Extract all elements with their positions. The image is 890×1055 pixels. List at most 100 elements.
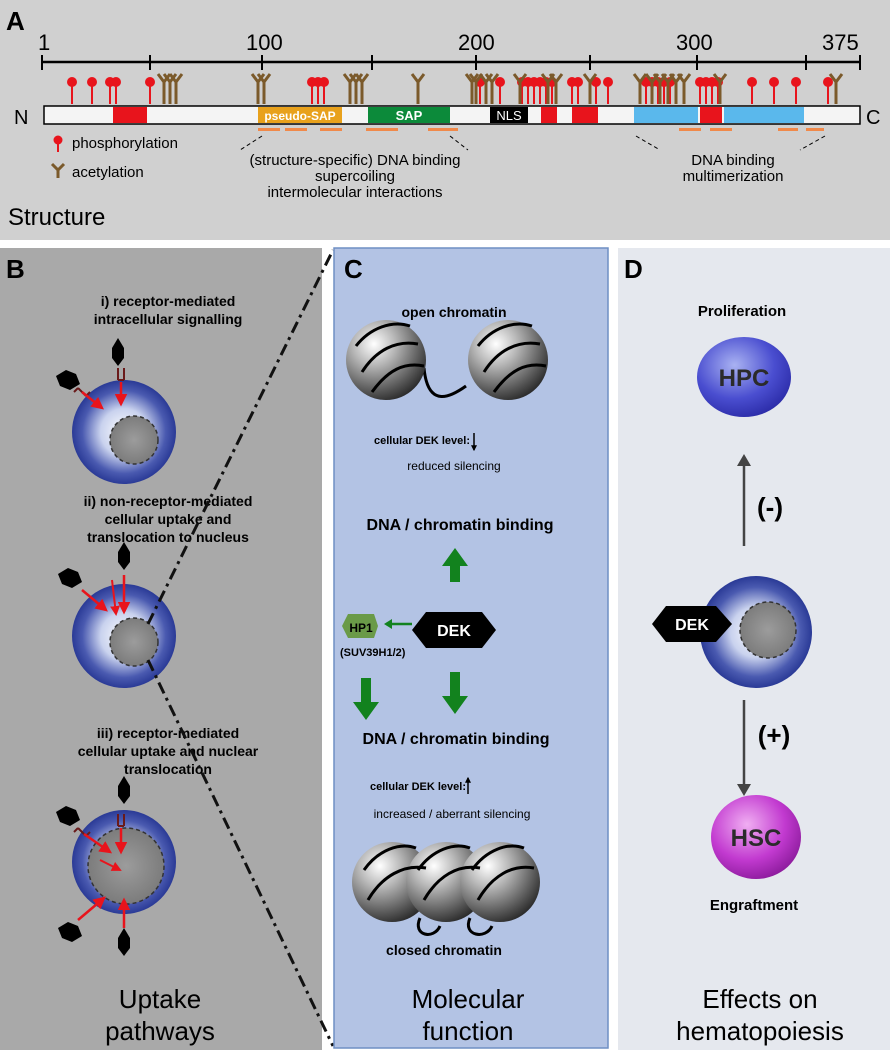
dek-molecule-icon <box>118 542 130 570</box>
pathway-2-label: ii) non-receptor-mediated cellular uptak… <box>84 493 253 545</box>
phospho-region <box>113 107 147 123</box>
phospho-region <box>572 107 598 123</box>
n-terminus-label: N <box>14 107 28 129</box>
acetylation-icon <box>250 73 266 104</box>
phosphorylation-icon <box>769 77 779 87</box>
phosphorylation-icon <box>87 77 97 87</box>
acetylation-icon <box>828 73 844 104</box>
suv-label: (SUV39H1/2) <box>340 647 406 659</box>
down-arrow-head-icon <box>737 784 751 796</box>
ptm-markers <box>67 73 844 104</box>
zoom-connector <box>146 249 335 1047</box>
acetylation-icon <box>512 73 528 104</box>
nls-label: NLS <box>496 108 522 123</box>
hsc-label: HSC <box>731 825 782 852</box>
closed-chromatin-diagram <box>352 842 540 936</box>
phospho-region <box>541 107 557 123</box>
green-arrow-down-icon <box>353 678 379 720</box>
pathway-text: cellular uptake and nuclear <box>78 743 259 759</box>
annotation-line: intermolecular interactions <box>267 184 442 201</box>
scale-labels: 1 100 200 300 375 <box>38 30 859 55</box>
scale-ruler-ticks <box>41 55 861 70</box>
pathway-text: cellular uptake and <box>105 511 232 527</box>
acetylation-icon <box>156 73 172 104</box>
dek-molecule-icon <box>118 928 130 956</box>
phosphorylation-icon <box>747 77 757 87</box>
minus-label: (-) <box>757 492 783 522</box>
acetylation-icon <box>162 73 178 104</box>
pathway-text: intracellular signalling <box>94 311 243 327</box>
acetylation-icon <box>348 73 364 104</box>
phosphorylation-icon <box>823 77 833 87</box>
phosphorylation-icon <box>145 77 155 87</box>
open-chromatin-label: open chromatin <box>401 304 506 320</box>
acetylation-icon <box>256 73 272 104</box>
dek-molecule-icon <box>118 776 130 804</box>
dek-molecule-icon <box>112 338 124 366</box>
pathway-text: translocation <box>124 761 212 777</box>
ptm-legend: phosphorylation acetylation <box>50 135 178 181</box>
pathway-text: ii) non-receptor-mediated <box>84 493 253 509</box>
pseudo-sap-label: pseudo-SAP <box>264 109 335 123</box>
pathway-1-label: i) receptor-mediated intracellular signa… <box>94 293 243 327</box>
receptor-icon <box>117 814 125 827</box>
scale-label: 100 <box>246 30 283 55</box>
nls-domain <box>490 107 528 123</box>
phosphorylation-icon <box>67 77 77 87</box>
acetylation-icon <box>582 73 598 104</box>
panel-a-title: Structure <box>8 204 105 231</box>
dna-binding-region <box>634 107 698 123</box>
pseudo-sap-domain <box>258 107 342 123</box>
pathway-text: iii) receptor-mediated <box>97 725 239 741</box>
acetylation-icon <box>676 73 692 104</box>
receptor-icon <box>117 368 125 381</box>
sap-label: SAP <box>396 108 423 123</box>
acetylation-icon <box>410 73 426 104</box>
dek-molecule-icon <box>58 568 82 588</box>
orange-binding-segments <box>258 128 824 131</box>
hpc-label: HPC <box>719 365 770 392</box>
binding-top-label: DNA / chromatin binding <box>367 517 554 534</box>
annotation-line: multimerization <box>683 168 784 185</box>
annotation-line: DNA binding <box>691 152 774 169</box>
hp1-protein-icon <box>342 614 378 638</box>
annotation-left: (structure-specific) DNA binding superco… <box>250 152 461 201</box>
dek-protein-icon <box>652 606 732 642</box>
panel-b-title-line-1: Uptake <box>119 984 201 1014</box>
panel-d-letter: D <box>624 254 643 284</box>
phosphorylation-icon <box>603 77 613 87</box>
sap-domain <box>368 107 450 123</box>
closed-chromatin-label: closed chromatin <box>386 942 502 958</box>
green-arrow-down-icon <box>442 672 468 714</box>
panel-d-title-line-2: hematopoiesis <box>676 1016 844 1046</box>
pathway-text: translocation to nucleus <box>87 529 249 545</box>
panel-c-title-line-2: function <box>422 1016 513 1046</box>
dek-molecule-icon <box>56 370 80 390</box>
dek-protein-icon <box>412 612 496 648</box>
dek-label: DEK <box>437 623 471 640</box>
scale-label: 375 <box>822 30 859 55</box>
dek-level-low-label: cellular DEK level: <box>374 435 470 447</box>
nucleosome-icon <box>346 320 426 400</box>
proliferation-label: Proliferation <box>698 303 786 320</box>
phosphorylation-icon <box>111 77 121 87</box>
binding-bottom-label: DNA / chromatin binding <box>363 731 550 748</box>
dek-label: DEK <box>675 617 709 634</box>
phosphorylation-icon <box>495 77 505 87</box>
panel-c-title-line-1: Molecular <box>412 984 525 1014</box>
dek-molecule-icon <box>56 806 80 826</box>
nucleosome-icon <box>460 842 540 922</box>
dna-binding-region <box>724 107 804 123</box>
acetylation-icon <box>548 73 564 104</box>
scale-label: 300 <box>676 30 713 55</box>
phospho-region <box>700 107 722 123</box>
acetylation-icon <box>468 73 484 104</box>
panel-c-letter: C <box>344 254 363 284</box>
pathway-3-label: iii) receptor-mediated cellular uptake a… <box>78 725 259 777</box>
dek-level-high-label: cellular DEK level: <box>370 781 466 793</box>
phosphorylation-icon <box>573 77 583 87</box>
pathway-text: i) receptor-mediated <box>101 293 236 309</box>
cell-receptor-uptake <box>56 776 176 956</box>
acetylation-icon <box>354 73 370 104</box>
hsc-cell-icon <box>711 795 801 879</box>
